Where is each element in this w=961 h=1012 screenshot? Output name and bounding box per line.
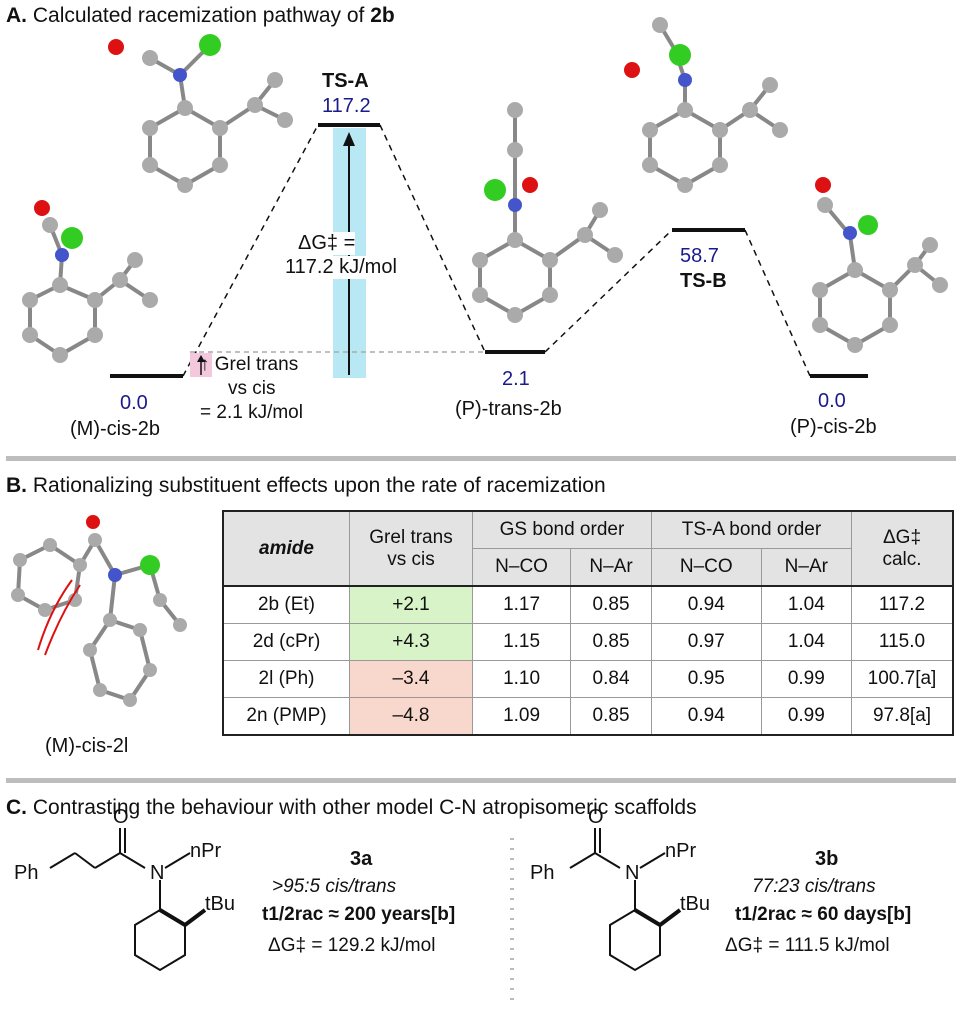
p-trans-value: 2.1 bbox=[502, 368, 530, 390]
cell-gs-nco: 1.15 bbox=[471, 623, 572, 661]
cell-dg: 100.7[a] bbox=[851, 660, 954, 698]
dg-line2: 117.2 kJ/mol bbox=[285, 256, 397, 279]
atom-ph-3a: Ph bbox=[14, 862, 39, 884]
atom-o-3a: O bbox=[113, 806, 129, 828]
table-row: 2l (Ph) –3.4 1.10 0.84 0.95 0.99 100.7[a… bbox=[222, 660, 954, 698]
p-cis-label: (P)-cis-2b bbox=[790, 416, 877, 438]
atom-tbu-3b: tBu bbox=[680, 893, 711, 915]
barrier-arrow-head bbox=[343, 132, 355, 146]
cell-grel: +4.3 bbox=[349, 623, 473, 661]
col-gs-nar: N–Ar bbox=[570, 548, 652, 587]
cell-ts-nco: 0.97 bbox=[650, 623, 762, 661]
atom-pr-3b: nPr bbox=[665, 840, 697, 862]
cell-dg: 117.2 bbox=[851, 585, 954, 624]
ts-a-label: TS-A bbox=[322, 70, 369, 92]
molecule-m-cis-2l-atoms bbox=[11, 515, 187, 707]
atom-n-3b: N bbox=[625, 862, 640, 884]
cell-ts-nar: 1.04 bbox=[760, 585, 853, 624]
atom-pr-3a: nPr bbox=[190, 840, 222, 862]
grel-line2: vs cis bbox=[228, 378, 276, 399]
section-b-title: B. Rationalizing substituent effects upo… bbox=[6, 474, 606, 497]
atom-ph-3b: Ph bbox=[530, 862, 555, 884]
atom-tbu-3a: tBu bbox=[205, 893, 236, 915]
cell-ts-nco: 0.95 bbox=[650, 660, 762, 698]
col-amide: amide bbox=[222, 510, 350, 587]
clash-marker bbox=[37, 579, 81, 656]
atom-n-3a: N bbox=[150, 862, 165, 884]
pathway-connectors bbox=[182, 124, 811, 377]
molecule-p-cis-atoms bbox=[812, 177, 948, 353]
molecule-m-cis-atoms bbox=[22, 200, 158, 363]
section-a-title: A. Calculated racemization pathway of 2b bbox=[6, 4, 395, 27]
ts-b-value: 58.7 bbox=[680, 245, 719, 267]
molecule-p-cis bbox=[818, 203, 942, 347]
cell-dg: 115.0 bbox=[851, 623, 954, 661]
table-row: 2b (Et) +2.1 1.17 0.85 0.94 1.04 117.2 bbox=[222, 585, 954, 624]
cell-ts-nar: 1.04 bbox=[760, 623, 853, 661]
cell-grel: –4.8 bbox=[349, 697, 473, 736]
cell-ts-nco: 0.94 bbox=[650, 697, 762, 736]
col-dg-calc: ΔG‡calc. bbox=[851, 510, 954, 587]
compound-3b-ratio: 77:23 cis/trans bbox=[752, 876, 876, 897]
cell-ts-nar: 0.99 bbox=[760, 660, 853, 698]
structure-3a bbox=[49, 828, 207, 972]
cell-amide: 2n (PMP) bbox=[222, 697, 350, 736]
m-cis-value: 0.0 bbox=[120, 392, 148, 414]
cell-gs-nar: 0.85 bbox=[570, 585, 652, 624]
compound-3b-id: 3b bbox=[815, 848, 839, 870]
cell-gs-nar: 0.85 bbox=[570, 697, 652, 736]
cell-ts-nar: 0.99 bbox=[760, 697, 853, 736]
p-trans-label: (P)-trans-2b bbox=[455, 398, 562, 420]
col-ts-nco: N–CO bbox=[650, 548, 762, 587]
cell-gs-nco: 1.09 bbox=[471, 697, 572, 736]
cell-dg: 97.8[a] bbox=[851, 697, 954, 736]
cell-gs-nco: 1.17 bbox=[471, 585, 572, 624]
col-gs-bond-order: GS bond order bbox=[472, 510, 652, 549]
molecule-ts-a-atoms bbox=[108, 34, 293, 193]
col-ts-nar: N–Ar bbox=[760, 548, 853, 587]
cell-gs-nco: 1.10 bbox=[471, 660, 572, 698]
cell-ts-nco: 0.94 bbox=[650, 585, 762, 624]
molecule-ts-b-atoms bbox=[624, 17, 788, 193]
atom-o-3b: O bbox=[588, 806, 604, 828]
cell-amide: 2d (cPr) bbox=[222, 623, 350, 661]
cell-gs-nar: 0.85 bbox=[570, 623, 652, 661]
compound-3a-halflife: t1/2rac ≈ 200 years[b] bbox=[262, 904, 456, 925]
dg-line1: ΔG‡ = bbox=[298, 232, 356, 255]
compound-3b-dg: ΔG‡ = 111.5 kJ/mol bbox=[725, 935, 890, 956]
col-gs-nco: N–CO bbox=[471, 548, 572, 587]
divider-b-c bbox=[6, 778, 956, 783]
compound-3a-id: 3a bbox=[350, 848, 373, 870]
ts-a-value: 117.2 bbox=[322, 95, 371, 117]
compound-3b-halflife: t1/2rac ≈ 60 days[b] bbox=[735, 904, 912, 925]
grel-line1: ↑ Grel trans bbox=[200, 354, 299, 375]
compound-3a-ratio: >95:5 cis/trans bbox=[272, 876, 397, 897]
divider-a-b bbox=[6, 456, 956, 461]
p-cis-value: 0.0 bbox=[818, 390, 846, 412]
cell-grel: +2.1 bbox=[349, 585, 473, 624]
molecule-p-trans-atoms bbox=[472, 102, 623, 323]
cell-grel: –3.4 bbox=[349, 660, 473, 698]
table-row: 2n (PMP) –4.8 1.09 0.85 0.94 0.99 97.8[a… bbox=[222, 697, 954, 736]
ts-b-label: TS-B bbox=[680, 270, 727, 292]
grel-line3: = 2.1 kJ/mol bbox=[200, 402, 303, 423]
cell-gs-nar: 0.84 bbox=[570, 660, 652, 698]
table-row: 2d (cPr) +4.3 1.15 0.85 0.97 1.04 115.0 bbox=[222, 623, 954, 661]
m-cis-label: (M)-cis-2b bbox=[70, 418, 160, 440]
compound-3a-dg: ΔG‡ = 129.2 kJ/mol bbox=[268, 935, 436, 956]
section-c-title: C. Contrasting the behaviour with other … bbox=[6, 796, 697, 819]
cell-amide: 2b (Et) bbox=[222, 585, 350, 624]
col-tsa-bond-order: TS-A bond order bbox=[650, 510, 853, 549]
cell-amide: 2l (Ph) bbox=[222, 660, 350, 698]
molecule-2l-label: (M)-cis-2l bbox=[45, 735, 129, 757]
structure-3b bbox=[569, 828, 682, 972]
